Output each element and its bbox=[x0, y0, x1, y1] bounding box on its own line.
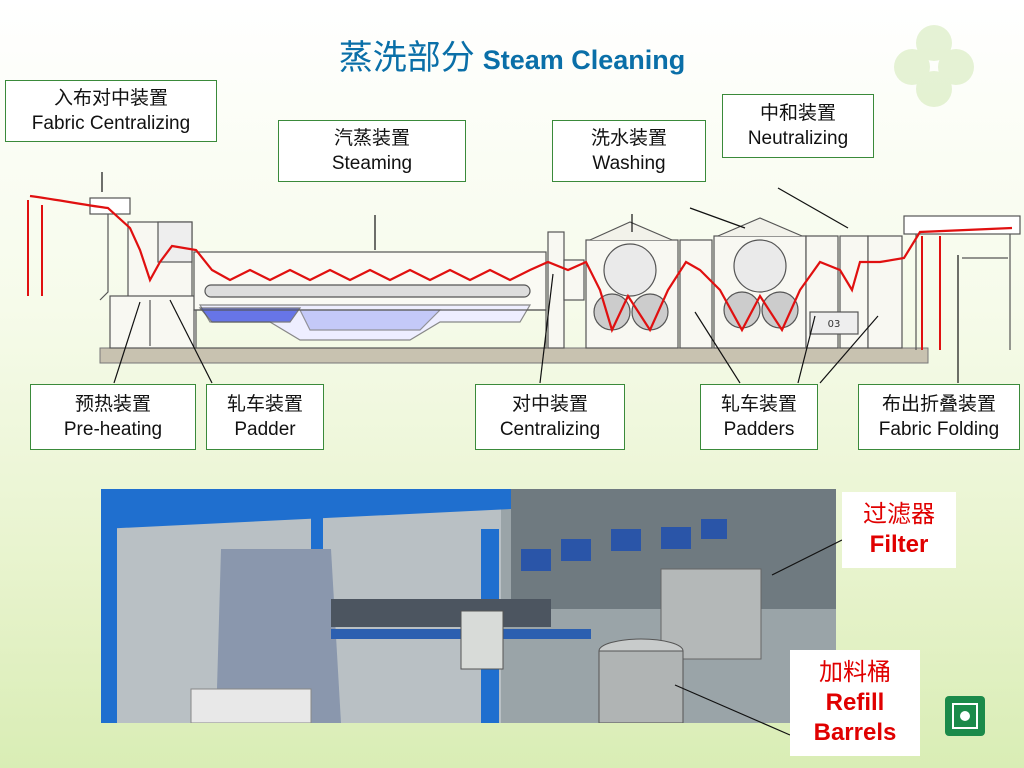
callout-filter: 过滤器 Filter bbox=[842, 492, 956, 568]
callout-refill-barrels: 加料桶 Refill Barrels bbox=[790, 650, 920, 756]
centralizing-unit bbox=[547, 231, 585, 349]
label-centralizing-zh: 对中装置 bbox=[511, 394, 588, 415]
tank-number: 03 bbox=[828, 319, 841, 330]
label-padders-en: Padders bbox=[723, 419, 795, 440]
fabric-drop bbox=[27, 200, 941, 350]
washing-tanks: 03 bbox=[585, 217, 903, 349]
label-washing-zh: 洗水装置 bbox=[590, 128, 667, 149]
drums bbox=[593, 239, 799, 331]
label-padder-en: Padder bbox=[234, 419, 296, 440]
label-fabric-centralizing-en: Fabric Centralizing bbox=[31, 113, 191, 134]
label-padders-zh: 轧车装置 bbox=[720, 394, 797, 415]
steam-cleaning-machine-diagram: 03 bbox=[27, 172, 1021, 384]
label-pre-heating-en: Pre-heating bbox=[63, 419, 163, 440]
callout-filter-en: Filter bbox=[869, 531, 929, 558]
label-fabric-folding-en: Fabric Folding bbox=[878, 419, 1000, 440]
preheating-unit bbox=[109, 221, 197, 349]
label-washing: 洗水装置 Washing bbox=[552, 120, 706, 182]
label-padder: 轧车装置 Padder bbox=[206, 384, 324, 450]
label-pre-heating-zh: 预热装置 bbox=[74, 394, 151, 415]
label-fabric-folding: 布出折叠装置 Fabric Folding bbox=[858, 384, 1020, 450]
factory-photo bbox=[101, 489, 836, 723]
leader-lines bbox=[101, 172, 959, 384]
label-centralizing-en: Centralizing bbox=[499, 419, 601, 440]
label-fabric-centralizing: 入布对中装置 Fabric Centralizing bbox=[5, 80, 217, 142]
callout-filter-zh: 过滤器 bbox=[863, 501, 935, 528]
label-neutralizing-en: Neutralizing bbox=[747, 128, 849, 149]
callout-refill-en-2: Barrels bbox=[813, 719, 897, 746]
title-zh: 蒸洗部分 bbox=[338, 38, 475, 78]
label-washing-en: Washing bbox=[592, 153, 666, 174]
clover-decoration bbox=[894, 25, 974, 107]
label-padders: 轧车装置 Padders bbox=[700, 384, 818, 450]
label-fabric-centralizing-zh: 入布对中装置 bbox=[53, 88, 168, 109]
company-logo bbox=[945, 696, 985, 736]
label-neutralizing: 中和装置 Neutralizing bbox=[722, 94, 874, 158]
fabric-path bbox=[29, 194, 1013, 334]
label-steaming-en: Steaming bbox=[331, 153, 413, 174]
steamer-unit bbox=[193, 251, 547, 349]
label-steaming-zh: 汽蒸装置 bbox=[333, 128, 410, 149]
title-en: Steam Cleaning bbox=[482, 45, 686, 75]
label-steaming: 汽蒸装置 Steaming bbox=[278, 120, 466, 182]
label-fabric-folding-zh: 布出折叠装置 bbox=[881, 394, 996, 415]
label-centralizing: 对中装置 Centralizing bbox=[475, 384, 625, 450]
callout-refill-zh: 加料桶 bbox=[819, 659, 891, 686]
label-pre-heating: 预热装置 Pre-heating bbox=[30, 384, 196, 450]
label-neutralizing-zh: 中和装置 bbox=[759, 103, 836, 124]
callout-refill-en-1: Refill bbox=[825, 689, 885, 716]
label-padder-zh: 轧车装置 bbox=[226, 394, 303, 415]
